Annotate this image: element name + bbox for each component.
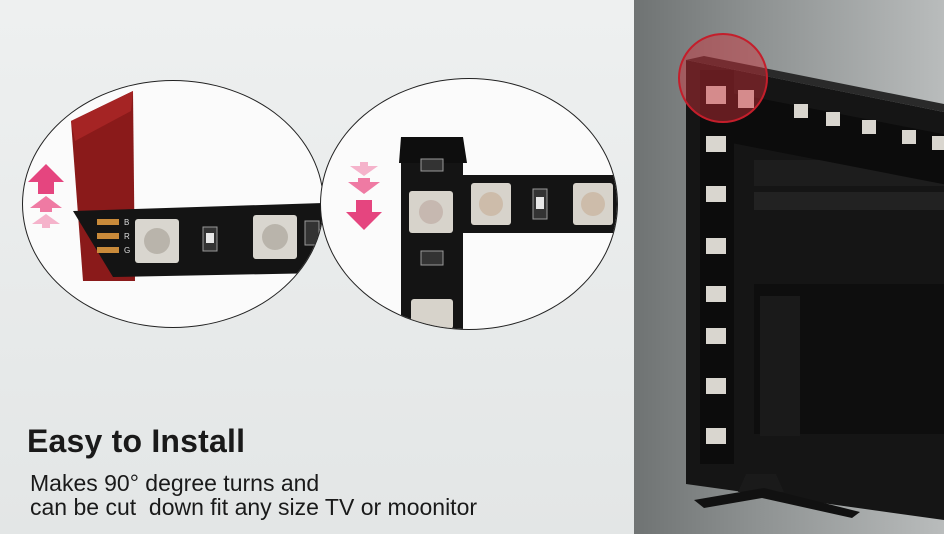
pad-label-g: G: [124, 246, 130, 255]
closeup-bend-up: B R G: [22, 80, 324, 328]
strip-bend-illustration: B R G: [71, 91, 323, 281]
tv-with-led-strip-illustration: [678, 33, 944, 520]
arrow-up-icon: [28, 164, 64, 228]
pad-label-r: R: [124, 232, 130, 241]
arrow-down-icon: [346, 162, 382, 230]
description-line-2: can be cut down fit any size TV or mooni…: [30, 494, 478, 520]
pad-label-b: B: [124, 218, 129, 227]
headline: Easy to Install: [27, 423, 246, 459]
strip-corner-illustration: [399, 137, 617, 329]
description-line-1: Makes 90° degree turns and: [30, 470, 320, 496]
left-panel: B R G: [0, 0, 634, 534]
tv-photo-panel: [634, 0, 944, 534]
